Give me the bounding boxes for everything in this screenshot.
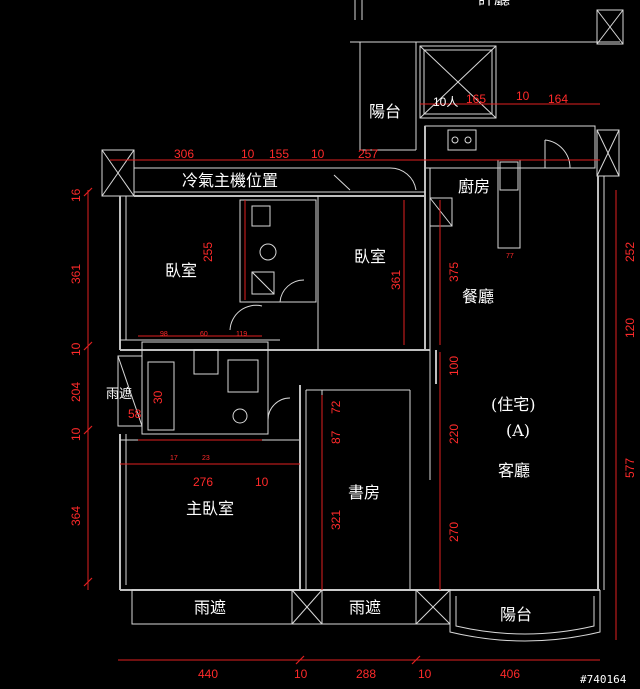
dim-361-inner: 361 — [389, 270, 403, 290]
dim-bath-17: 17 — [170, 455, 178, 462]
dim-tub-30: 30 — [151, 390, 165, 404]
dim-top-164: 164 — [548, 92, 568, 106]
dim-bottom-288: 288 — [356, 667, 376, 681]
dim-bath-60: 60 — [200, 331, 208, 338]
dim-master-276: 276 — [193, 475, 213, 489]
dim-right-120: 120 — [623, 318, 637, 338]
dim-375: 375 — [447, 262, 461, 282]
label-canopy-left: 雨遮 — [106, 386, 132, 402]
dim-top-306: 306 — [174, 147, 194, 161]
dim-bath-23: 23 — [202, 455, 210, 462]
label-ac-position: 冷氣主機位置 — [182, 171, 278, 190]
dim-left-10b: 10 — [69, 427, 83, 441]
dim-bottom-10a: 10 — [294, 667, 308, 681]
dim-top-165: 165 — [466, 92, 486, 106]
label-canopy-bottom-mid: 雨遮 — [349, 598, 381, 617]
dim-100: 100 — [447, 356, 461, 376]
dim-left-364: 364 — [69, 506, 83, 526]
label-elevator: 10人 — [433, 95, 458, 109]
label-master-bedroom: 主臥室 — [186, 499, 234, 518]
dim-left-361: 361 — [69, 264, 83, 284]
label-bedroom-1: 臥室 — [165, 261, 197, 280]
dim-bottom-10b: 10 — [418, 667, 432, 681]
dim-master-10: 10 — [255, 475, 269, 489]
dim-right-577: 577 — [623, 458, 637, 478]
label-balcony-bottom: 陽台 — [500, 605, 532, 624]
dim-left-16: 16 — [69, 188, 83, 202]
dim-321: 321 — [329, 510, 343, 530]
dim-bath-119: 119 — [236, 331, 247, 338]
walls — [101, 0, 624, 642]
label-unit-type: (住宅) — [491, 395, 536, 414]
dim-kitchen-77: 77 — [506, 253, 514, 260]
dim-bath-98: 98 — [160, 331, 168, 338]
dim-left-204: 204 — [69, 382, 83, 402]
dim-bottom-440: 440 — [198, 667, 218, 681]
dim-left-10a: 10 — [69, 342, 83, 356]
label-balcony-top: 陽台 — [369, 102, 401, 121]
dim-270: 270 — [447, 522, 461, 542]
dim-255: 255 — [201, 242, 215, 262]
label-dining: 餐廳 — [462, 287, 494, 306]
dim-right-252: 252 — [623, 242, 637, 262]
dim-72: 72 — [329, 400, 343, 414]
dim-87: 87 — [329, 430, 343, 444]
dim-left-58: 58 — [128, 407, 142, 421]
label-living: 客廳 — [498, 461, 530, 480]
label-bedroom-2: 臥室 — [354, 247, 386, 266]
watermark: #740164 — [580, 673, 627, 686]
label-kitchen: 廚房 — [458, 177, 490, 196]
dim-top-155: 155 — [269, 147, 289, 161]
dim-top-10c: 10 — [516, 89, 530, 103]
label-study: 書房 — [348, 483, 380, 502]
dimension-lines — [83, 103, 617, 665]
dimension-text: 306 10 155 10 257 165 10 164 16 361 10 2… — [69, 89, 637, 681]
dim-bottom-406: 406 — [500, 667, 520, 681]
dim-top-10a: 10 — [241, 147, 255, 161]
dim-220: 220 — [447, 424, 461, 444]
label-top-partial: 評廳 — [478, 0, 510, 8]
dim-top-10b: 10 — [311, 147, 325, 161]
label-canopy-bottom-left: 雨遮 — [194, 598, 226, 617]
room-labels: 評廳 陽台 10人 冷氣主機位置 廚房 臥室 臥室 餐廳 雨遮 (住宅) (A)… — [106, 0, 536, 624]
label-unit-code: (A) — [506, 421, 530, 440]
dim-top-257: 257 — [358, 147, 378, 161]
